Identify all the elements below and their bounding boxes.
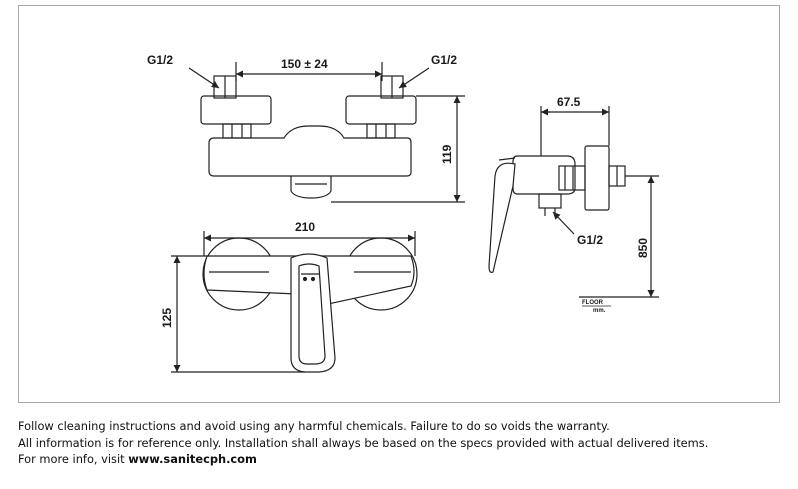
technical-drawing-frame: G1/2 G1/2 150 ± 24 119 210 125 67.5 G1/2… xyxy=(18,5,780,403)
front-height-label: 125 xyxy=(160,308,174,328)
front-view xyxy=(171,231,418,373)
reference-note: All information is for reference only. I… xyxy=(18,435,709,450)
more-info-prefix: For more info, visit xyxy=(18,452,129,466)
center-distance-dimension xyxy=(235,62,383,81)
center-distance-label: 150 ± 24 xyxy=(281,57,328,71)
top-height-dimension xyxy=(331,95,465,203)
product-notes: Follow cleaning instructions and avoid u… xyxy=(18,418,788,468)
top-height-label: 119 xyxy=(440,144,454,164)
unit-label: mm. xyxy=(593,308,606,314)
website-link[interactable]: www.sanitecph.com xyxy=(128,452,257,466)
depth-label: 67.5 xyxy=(557,95,581,109)
top-view xyxy=(188,67,430,199)
floor-label: FLOOR xyxy=(582,300,604,306)
width-label: 210 xyxy=(295,220,315,234)
side-view xyxy=(488,106,659,298)
thread-bottom-label: G1/2 xyxy=(577,233,603,247)
faucet-technical-drawing: G1/2 G1/2 150 ± 24 119 210 125 67.5 G1/2… xyxy=(147,53,659,373)
more-info-note: For more info, visit www.sanitecph.com xyxy=(18,451,788,468)
floor-height-label: 850 xyxy=(636,238,650,258)
thread-right-label: G1/2 xyxy=(431,53,457,67)
cleaning-note: Follow cleaning instructions and avoid u… xyxy=(18,419,610,433)
thread-left-label: G1/2 xyxy=(147,53,173,67)
